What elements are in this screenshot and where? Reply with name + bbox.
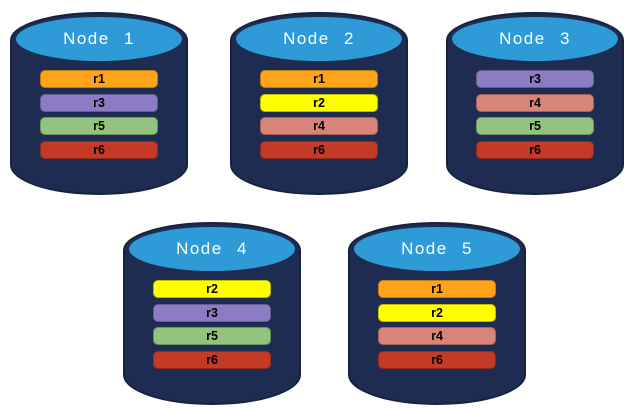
- replica-bar: r4: [476, 93, 594, 112]
- cylinder-top-ellipse: Node 4: [129, 227, 295, 271]
- replica-bar: r2: [153, 280, 271, 298]
- replica-bar: r5: [476, 117, 594, 135]
- replica-bar: r3: [153, 303, 271, 322]
- node-cylinder-4: Node 4 r2 r3 r5 r6: [123, 222, 301, 405]
- replica-bar: r6: [378, 350, 496, 369]
- replica-bar-list: r1 r3 r5 r6: [40, 70, 158, 159]
- replica-bar: r3: [476, 70, 594, 88]
- cylinder-top-ellipse: Node 5: [354, 227, 520, 271]
- replica-bar: r2: [378, 303, 496, 322]
- replica-bar-list: r1 r2 r4 r6: [260, 70, 378, 159]
- replica-bar: r6: [476, 140, 594, 159]
- replica-bar-list: r2 r3 r5 r6: [153, 280, 271, 369]
- cylinder-top-ellipse: Node 2: [236, 17, 402, 61]
- node-label: Node 4: [176, 239, 248, 258]
- replica-bar-list: r3 r4 r5 r6: [476, 70, 594, 159]
- cylinder-top-ellipse: Node 3: [452, 17, 618, 61]
- node-cylinder-3: Node 3 r3 r4 r5 r6: [446, 12, 624, 195]
- replica-bar: r6: [260, 140, 378, 159]
- node-cylinder-2: Node 2 r1 r2 r4 r6: [230, 12, 408, 195]
- replica-bar: r4: [378, 327, 496, 345]
- replica-bar-list: r1 r2 r4 r6: [378, 280, 496, 369]
- replica-bar: r2: [260, 93, 378, 112]
- replica-bar: r6: [40, 140, 158, 159]
- replica-bar: r3: [40, 93, 158, 112]
- replica-bar: r5: [40, 117, 158, 135]
- replica-bar: r1: [260, 70, 378, 88]
- replica-bar: r5: [153, 327, 271, 345]
- replica-bar: r4: [260, 117, 378, 135]
- node-label: Node 3: [499, 29, 571, 48]
- node-cylinder-1: Node 1 r1 r3 r5 r6: [10, 12, 188, 195]
- node-label: Node 1: [63, 29, 135, 48]
- node-label: Node 2: [283, 29, 355, 48]
- replica-bar: r1: [378, 280, 496, 298]
- node-cylinder-5: Node 5 r1 r2 r4 r6: [348, 222, 526, 405]
- cylinder-top-ellipse: Node 1: [16, 17, 182, 61]
- replica-bar: r1: [40, 70, 158, 88]
- replica-bar: r6: [153, 350, 271, 369]
- node-label: Node 5: [401, 239, 473, 258]
